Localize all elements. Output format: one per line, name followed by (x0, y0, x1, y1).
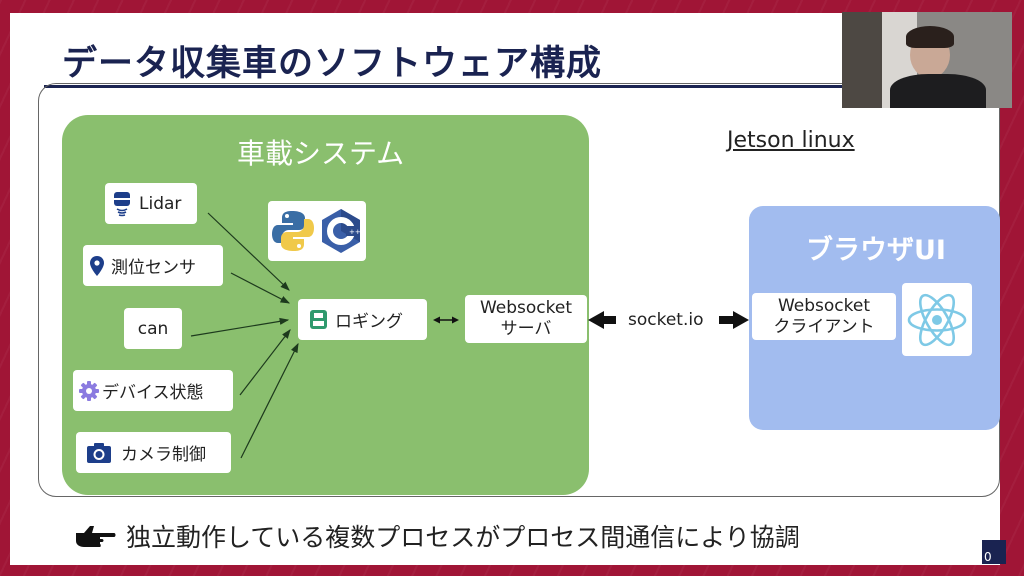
input-label: カメラ制御 (121, 445, 206, 465)
arrow-device-to-logging (239, 329, 291, 396)
arrow-camera-to-logging (240, 342, 299, 459)
cpp-logo: ++ (322, 209, 361, 253)
websocket-client: Websocket クライアント (752, 293, 896, 340)
page-number: 0 (982, 540, 1006, 564)
ws-client-line1: Websocket (777, 295, 871, 316)
arrow-socketio-client (719, 311, 749, 329)
page-title: データ収集車のソフトウェア構成 (62, 44, 603, 84)
arrow-positioning-to-logging (230, 272, 291, 304)
socketio-label: socket.io (628, 310, 704, 330)
pointing-hand-icon (74, 523, 116, 549)
input-label: can (137, 318, 169, 339)
logging-process: ロギング (298, 299, 427, 340)
input-device-status: デバイス状態 (73, 370, 233, 411)
ws-client-line2: クライアント (773, 316, 875, 337)
location-pin-icon (89, 255, 105, 277)
input-camera-control: カメラ制御 (76, 432, 231, 473)
camera-icon (86, 442, 112, 464)
arrow-lidar-to-logging (207, 212, 290, 291)
footer-note: 独立動作している複数プロセスがプロセス間通信により協調 (74, 518, 800, 554)
websocket-server: Websocket サーバ (465, 295, 587, 343)
vehicle-system-title: 車載システム (237, 137, 405, 170)
input-lidar: Lidar (105, 183, 197, 224)
arrow-server-socketio (588, 311, 616, 329)
input-label: 測位センサ (111, 258, 196, 278)
ws-server-line1: Websocket (479, 298, 573, 318)
title-divider (44, 85, 984, 88)
svg-text:++: ++ (349, 228, 361, 236)
ws-server-line2: サーバ (500, 319, 552, 339)
input-positioning-sensor: 測位センサ (83, 245, 223, 286)
logging-label: ロギング (335, 312, 403, 332)
gear-icon (78, 380, 100, 402)
input-label: Lidar (139, 193, 182, 214)
react-logo (907, 293, 967, 346)
arrow-can-to-logging (190, 317, 290, 337)
lidar-icon (111, 190, 133, 218)
save-icon (310, 310, 327, 329)
language-logos: ++ (268, 201, 366, 261)
browser-ui-title: ブラウザUI (806, 235, 946, 266)
speaker-webcam (842, 12, 1012, 108)
platform-label: Jetson linux (727, 128, 855, 153)
react-logo-box (902, 283, 972, 356)
footer-text: 独立動作している複数プロセスがプロセス間通信により協調 (126, 523, 800, 552)
input-can: can (124, 308, 182, 349)
input-label: デバイス状態 (102, 383, 204, 403)
arrow-logging-server (433, 316, 459, 324)
python-logo (272, 211, 314, 251)
